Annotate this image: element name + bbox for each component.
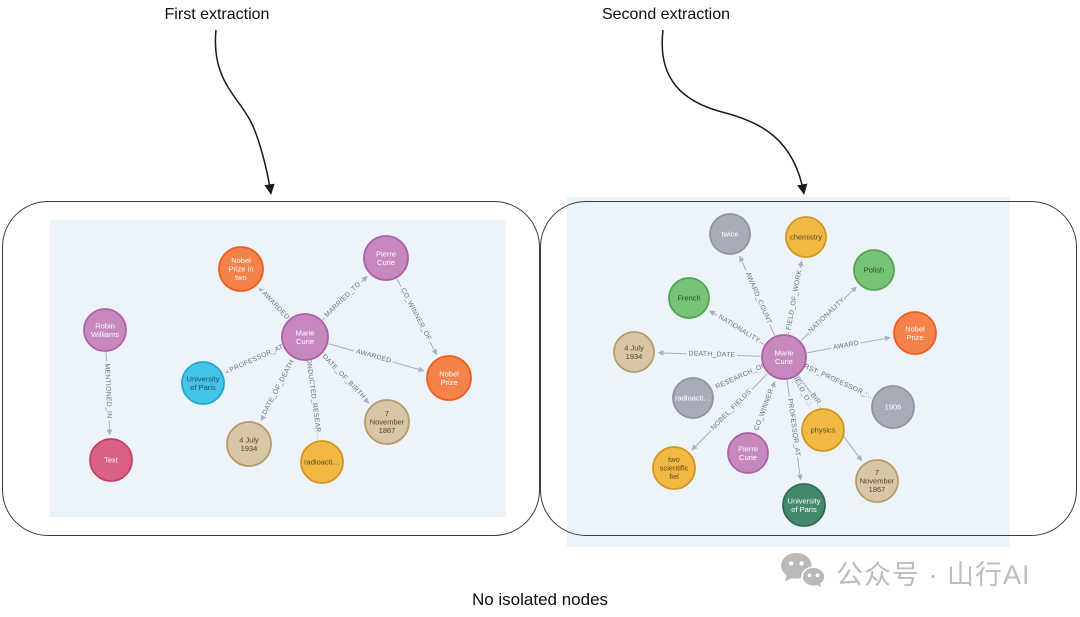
second-extraction-arrow	[661, 29, 808, 195]
edge-label: NATIONALITY	[717, 314, 761, 345]
graph-edge-marie-uparis: PROFESSOR_AT	[225, 341, 287, 376]
graph-edge-marie-nobel2: AWARDED	[258, 287, 293, 323]
watermark-text: 公众号 · 山行AI	[836, 559, 1031, 590]
edge-label: PROFESSOR_AT	[786, 398, 801, 457]
graph-node-french: French	[668, 277, 710, 319]
graph-edge-marie-nobel: AWARDED	[328, 343, 425, 373]
graph-edge-marie-radio: CONDUCTED_RESEAR…	[301, 350, 325, 442]
edge-label: AWARDED	[355, 348, 392, 365]
edge-label: DEATH_DATE	[688, 350, 735, 359]
panel-first-border	[2, 201, 540, 536]
node-label: radioacti…	[675, 394, 711, 403]
graph-node-polish: Polish	[853, 249, 895, 291]
edge-label: AWARD	[832, 340, 859, 352]
graph-edge-marie-nov: DATE_OF_BIRTH	[318, 351, 370, 404]
edge-label: PROFESSOR_AT	[229, 344, 285, 374]
watermark: 公众号 · 山行AI	[780, 552, 1031, 592]
edge-label: CONDUCTED_RESEAR…	[304, 353, 323, 440]
graph-edge-marie-pierre: MARRIED_TO	[321, 275, 368, 322]
edge-label: MENTIONED_IN	[103, 363, 112, 418]
node-label: Text	[104, 456, 119, 465]
wechat-icon	[781, 552, 826, 591]
first-extraction-arrow	[214, 29, 275, 195]
graph-node-radio: radioacti…	[672, 377, 714, 419]
first-extraction-label: First extraction	[164, 6, 270, 23]
edge-label: AWARDED	[260, 290, 290, 321]
graph-edge-marie-nobel: AWARD	[807, 335, 891, 354]
graph-first: MENTIONED_IN AWARDED MARRIED_TO CO_WINNER_O…	[83, 235, 472, 484]
graph-edge-pierre-nobel: CO_WINNER_OF	[396, 278, 438, 356]
graph-edge-pierre-marie: CO_WINNER	[751, 380, 778, 434]
edge-label: DATE_OF_DEATH	[261, 359, 295, 416]
edge-label: FIELD_OF_WORK	[785, 269, 803, 331]
edge-label: NOBEL_FIELDS	[710, 388, 753, 432]
graph-edge-marie-polish: NATIONALITY	[800, 286, 858, 342]
edge-label: RESEARCH_ON	[715, 362, 768, 391]
node-label: physics	[810, 426, 835, 435]
node-label: Polish	[864, 266, 884, 275]
graph-edge-marie-july: DATE_OF_DEATH	[259, 356, 298, 422]
graph-node-twice: twice	[709, 213, 751, 255]
edge-label: CO_WINNER	[753, 388, 775, 432]
graph-node-physics: physics	[801, 408, 845, 452]
node-label: French	[677, 294, 700, 303]
edge-label: MARRIED_TO	[324, 281, 363, 319]
node-label: 1906	[885, 403, 902, 412]
edge-label: NATIONALITY	[807, 297, 846, 335]
graph-edge-robin-text: MENTIONED_IN	[101, 352, 115, 436]
node-label: chemistry	[790, 233, 822, 242]
graph-node-text: Text	[89, 438, 133, 482]
node-label: radioacti…	[304, 458, 340, 467]
second-extraction-label: Second extraction	[601, 6, 731, 23]
edge-label: AWARD_COUNT	[744, 271, 773, 325]
graph-edge-marie-twice: AWARD_COUNT	[739, 255, 775, 336]
edge-label: DATE_OF_BIRTH	[321, 353, 367, 400]
node-label: twice	[721, 230, 738, 239]
bottom-caption: No isolated nodes	[471, 590, 609, 609]
graph-node-y1906: 1906	[871, 385, 915, 429]
edge-label: CO_WINNER_OF	[399, 287, 432, 342]
graph-node-radio: radioacti…	[300, 440, 344, 484]
graph-edge-marie-chemistry: FIELD_OF_WORK	[783, 260, 806, 334]
graph-node-chemistry: chemistry	[785, 216, 827, 258]
graph-edge-marie-uparis: PROFESSOR_AT	[784, 380, 803, 481]
graph-edge-marie-radio: RESEARCH_ON	[712, 359, 770, 393]
graph-edge-marie-july: DEATH_DATE	[657, 348, 761, 361]
graph-edge-marie-french: NATIONALITY	[708, 310, 765, 347]
panel-second-border	[540, 201, 1077, 536]
